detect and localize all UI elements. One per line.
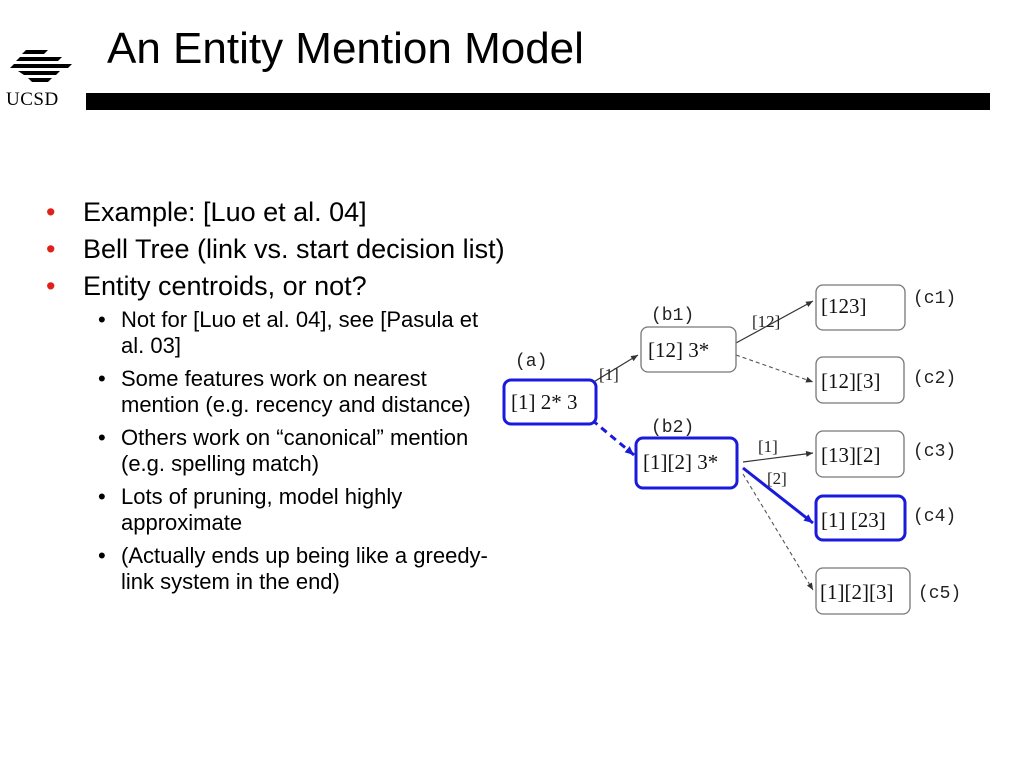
- sub-bullet-text: Lots of pruning, model highly approximat…: [121, 484, 403, 535]
- sub-bullet-dot-icon: •: [98, 307, 106, 332]
- node-box-c5: [815, 567, 911, 615]
- node-content-c2: [12][3]: [821, 369, 880, 393]
- bullet-dot-icon: •: [46, 271, 56, 301]
- edge-b2-c3: [742, 450, 814, 463]
- edge-b1-c1: [735, 300, 814, 344]
- edge-label-b1-c1: [12]: [752, 312, 780, 331]
- node-content-c4: [1] [23]: [821, 508, 886, 532]
- sub-bullet-item: • (Actually ends up being like a greedy-l…: [46, 543, 506, 595]
- edge-b1-c2: [735, 354, 814, 383]
- node-content-b2: [1][2] 3*: [643, 450, 718, 474]
- sub-bullet-dot-icon: •: [98, 366, 106, 391]
- bullet-list: • Example: [Luo et al. 04] • Bell Tree (li…: [46, 196, 506, 602]
- edge-label-b2-c4: [2]: [767, 469, 787, 488]
- bullet-dot-icon: •: [46, 234, 56, 264]
- node-box-c3: [815, 430, 905, 478]
- node-label-b2: (b2): [651, 418, 694, 438]
- sub-bullet-dot-icon: •: [98, 425, 106, 450]
- bullet-text: Bell Tree (link vs. start decision list): [83, 234, 505, 264]
- node-content-a: [1] 2* 3: [511, 390, 578, 414]
- bullet-text: Example: [Luo et al. 04]: [83, 197, 367, 227]
- node-label-c3: (c3): [913, 442, 956, 462]
- bullet-item: • Bell Tree (link vs. start decision list…: [46, 233, 506, 265]
- node-box-c4: [814, 494, 907, 542]
- node-content-c3: [13][2]: [821, 443, 880, 467]
- sub-bullet-dot-icon: •: [98, 543, 106, 568]
- bullet-item: • Example: [Luo et al. 04]: [46, 196, 506, 228]
- node-content-c1: [123]: [821, 294, 867, 318]
- bullet-dot-icon: •: [46, 197, 56, 227]
- edge-label-a-b1: [1]: [599, 365, 619, 384]
- node-box-b2: [634, 436, 739, 490]
- edge-b2-c4: [742, 466, 814, 525]
- sub-bullet-text: Others work on “canonical” mention (e.g.…: [121, 425, 469, 476]
- edge-a-b2: [591, 418, 635, 457]
- title-underline-bar: [86, 93, 990, 110]
- node-label-b1: (b1): [651, 306, 694, 326]
- sub-bullet-text: Some features work on nearest mention (e…: [121, 366, 471, 417]
- slide-title: An Entity Mention Model: [107, 24, 584, 73]
- node-label-c1: (c1): [913, 289, 956, 309]
- sub-bullet-text: Not for [Luo et al. 04], see [Pasula et …: [121, 307, 479, 358]
- edge-label-b2-c3: [1]: [758, 437, 778, 456]
- node-content-c5: [1][2][3]: [820, 580, 893, 604]
- logo-text: UCSD: [6, 89, 59, 110]
- sub-bullet-item: • Lots of pruning, model highly approxima…: [46, 484, 506, 536]
- node-content-b1: [12] 3*: [648, 338, 709, 362]
- bullet-item: • Entity centroids, or not?: [46, 270, 506, 302]
- sub-bullet-item: • Not for [Luo et al. 04], see [Pasula et…: [46, 307, 506, 359]
- node-box-c2: [815, 356, 905, 404]
- ucsd-logo-icon: [10, 50, 72, 82]
- sub-bullet-dot-icon: •: [98, 484, 106, 509]
- sub-bullet-item: • Some features work on nearest mention (…: [46, 366, 506, 418]
- node-label-a: (a): [515, 352, 547, 372]
- node-box-c1: [815, 284, 906, 331]
- edge-a-b1: [591, 354, 639, 384]
- node-label-c4: (c4): [913, 507, 956, 527]
- sub-bullet-text: (Actually ends up being like a greedy-li…: [121, 543, 488, 594]
- node-box-a: [502, 378, 598, 426]
- node-label-c2: (c2): [913, 369, 956, 389]
- edge-b2-c5: [742, 473, 814, 591]
- bullet-text: Entity centroids, or not?: [83, 271, 367, 301]
- node-label-c5: (c5): [918, 584, 961, 604]
- sub-bullet-item: • Others work on “canonical” mention (e.g…: [46, 425, 506, 477]
- node-box-b1: [640, 326, 737, 373]
